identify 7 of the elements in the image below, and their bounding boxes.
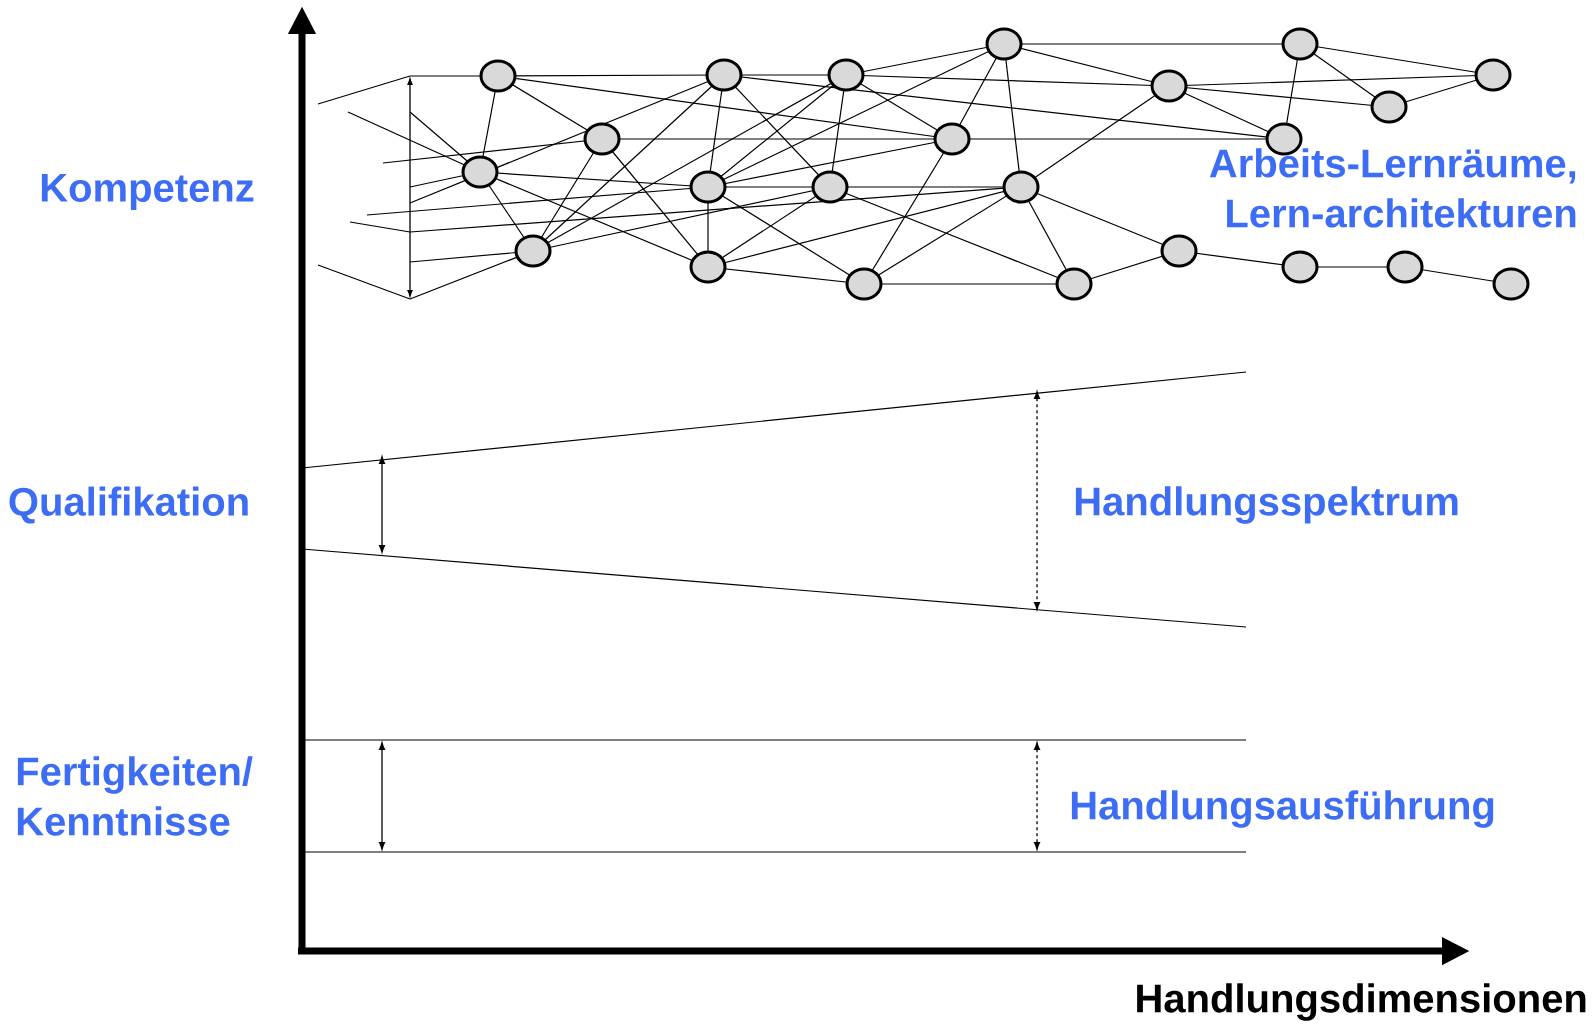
axis-label: Handlungsausführung xyxy=(1071,790,1494,828)
axis-label: Handlungsspektrum xyxy=(1075,486,1458,524)
axis-label: Qualifikation xyxy=(9,486,248,524)
axis-label: Arbeits-Lernräume, Lern-architekturen xyxy=(1209,148,1576,228)
axis-label: Kompetenz xyxy=(41,174,254,210)
axis-label: Handlungsdimensionen xyxy=(1137,983,1586,1021)
axis-label: Fertigkeiten/ Kenntnisse xyxy=(17,756,253,836)
